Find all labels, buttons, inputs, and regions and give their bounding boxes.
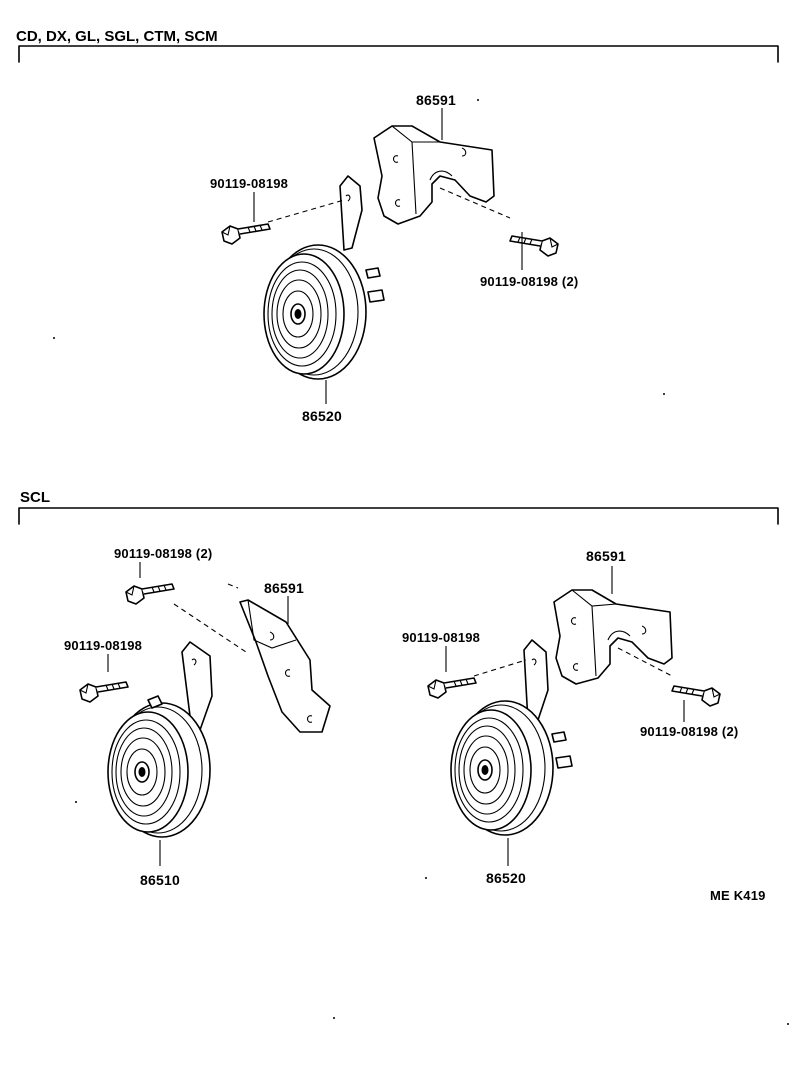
- bolt-90119-08198-right: [671, 685, 721, 707]
- part-label-bracket: 86591: [416, 92, 456, 108]
- part-label-horn: 86520: [302, 408, 342, 424]
- horn-86520: [263, 244, 367, 380]
- bolt-90119-08198-left: [221, 223, 271, 245]
- part-label-bolt-top: 90119-08198 (2): [114, 546, 213, 561]
- scan-specks: [53, 99, 789, 1025]
- part-label-bolt-right: 90119-08198 (2): [480, 274, 579, 289]
- part-label-bolt-left: 90119-08198: [210, 176, 289, 191]
- bolt-90119-08198-right: [509, 235, 559, 257]
- horn-86520: [450, 700, 554, 836]
- part-label-bolt-left: 90119-08198: [402, 630, 481, 645]
- bracket-86591: [553, 589, 673, 685]
- section-title-bottom: SCL: [20, 489, 50, 506]
- bracket-86591: [373, 125, 495, 225]
- bolt-90119-08198-top: [125, 583, 175, 605]
- horn-strap: [339, 175, 363, 251]
- bracket-86591: [239, 599, 331, 733]
- part-label-bracket: 86591: [264, 580, 304, 596]
- part-label-bolt-right: 90119-08198 (2): [640, 724, 739, 739]
- part-label-bolt-left: 90119-08198: [64, 638, 143, 653]
- diagram-2: [79, 562, 331, 866]
- diagram-1: [221, 108, 559, 404]
- section-frame-top: [18, 45, 779, 63]
- part-label-bracket: 86591: [586, 548, 626, 564]
- figure-code: ME K419: [710, 888, 766, 903]
- horn-86510: [107, 702, 211, 838]
- section-frame-bottom: [18, 507, 779, 525]
- bracket-slot: [392, 147, 467, 207]
- bolt-90119-08198-left: [427, 677, 477, 699]
- diagram-3: [427, 566, 721, 866]
- bolt-90119-08198-left: [79, 681, 129, 703]
- part-label-horn: 86510: [140, 872, 180, 888]
- part-label-horn: 86520: [486, 870, 526, 886]
- section-title-top: CD, DX, GL, SGL, CTM, SCM: [16, 28, 218, 45]
